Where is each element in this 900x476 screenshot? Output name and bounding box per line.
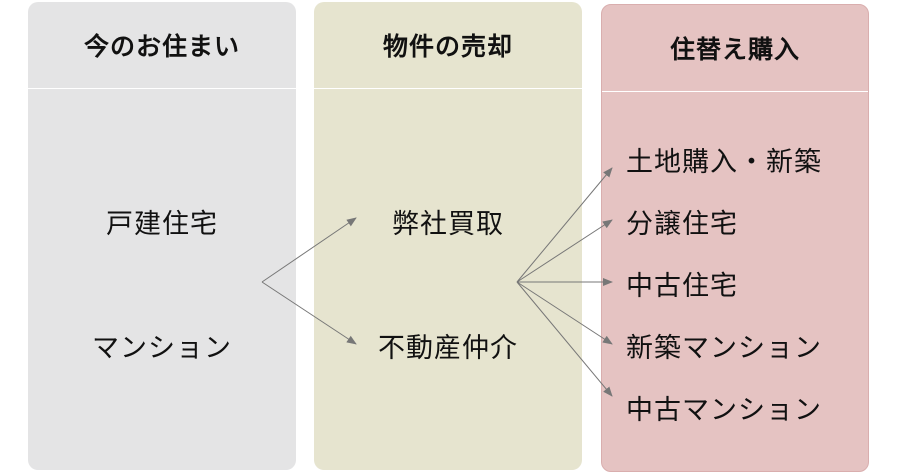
item-condominium: マンション: [92, 333, 232, 364]
item-detached-house: 戸建住宅: [106, 209, 218, 240]
property-sale-column: 物件の売却: [314, 2, 582, 470]
arrow-to-land-new-build: [516, 167, 613, 283]
current-home-header: 今のお住まい: [83, 32, 240, 61]
item-new-condominium: 新築マンション: [626, 333, 822, 364]
item-used-house: 中古住宅: [626, 271, 738, 302]
item-company-purchase: 弊社買取: [392, 209, 504, 240]
arrow-to-real-estate-brokerage: [261, 281, 357, 345]
item-used-condominium: 中古マンション: [626, 395, 822, 426]
relocation-purchase-column: 住替え購入: [601, 4, 869, 472]
arrow-to-subdivided-house: [516, 219, 613, 283]
arrow-to-used-condominium: [516, 281, 613, 397]
arrow-to-company-purchase: [261, 217, 357, 283]
property-sale-divider: [314, 88, 582, 89]
item-land-new-build: 土地購入・新築: [626, 147, 822, 178]
arrow-to-new-condominium: [516, 281, 613, 345]
current-home-column: 今のお住まい: [28, 2, 296, 470]
property-sale-header: 物件の売却: [382, 32, 513, 61]
current-home-divider: [28, 88, 296, 89]
item-real-estate-brokerage: 不動産仲介: [378, 333, 518, 364]
item-subdivided-house: 分譲住宅: [626, 209, 738, 240]
relocation-purchase-divider: [602, 91, 868, 92]
relocation-purchase-header: 住替え購入: [669, 35, 800, 64]
